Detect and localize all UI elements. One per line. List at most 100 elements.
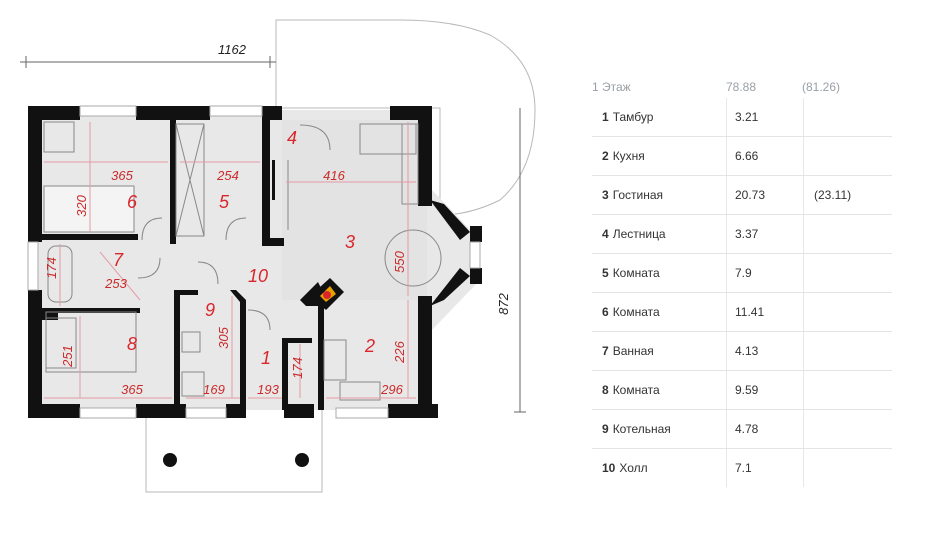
room-number: 5 bbox=[219, 192, 230, 212]
room-dimension: 226 bbox=[392, 340, 407, 363]
room-number: 7 bbox=[113, 250, 124, 270]
porch-column bbox=[295, 453, 309, 467]
room-name: Ванная bbox=[612, 344, 654, 358]
room-area: 9.59 bbox=[727, 371, 804, 409]
floor-total-alt-area: (81.26) bbox=[802, 80, 841, 94]
room-name: Холл bbox=[619, 461, 648, 475]
room-area-alt bbox=[804, 371, 886, 409]
floor-total-area: 78.88 bbox=[726, 80, 757, 94]
room-dimension: 296 bbox=[380, 382, 403, 397]
room-dimension: 320 bbox=[74, 194, 89, 216]
room-area-alt bbox=[804, 137, 886, 175]
terrace bbox=[275, 19, 536, 216]
room-dimension: 251 bbox=[60, 345, 75, 368]
room-num: 3 bbox=[602, 188, 609, 202]
room-name: Тамбур bbox=[612, 110, 654, 124]
room-name: Комната bbox=[612, 383, 660, 397]
room-num: 8 bbox=[602, 383, 609, 397]
room-name: Комната bbox=[612, 305, 660, 319]
room-area-alt bbox=[804, 410, 886, 448]
room-dimension: 416 bbox=[323, 168, 345, 183]
room-area: 7.9 bbox=[727, 254, 804, 292]
room-number: 3 bbox=[345, 232, 355, 252]
floor-label: 1 Этаж bbox=[592, 80, 631, 94]
room-area: 6.66 bbox=[727, 137, 804, 175]
room-area: 7.1 bbox=[727, 449, 804, 487]
room-dimension: 169 bbox=[203, 382, 225, 397]
room-num: 10 bbox=[602, 461, 616, 475]
room-area-alt bbox=[804, 332, 886, 370]
room-dimension: 174 bbox=[44, 257, 59, 279]
room-area-alt bbox=[804, 449, 886, 487]
room-area: 4.78 bbox=[727, 410, 804, 448]
room-num: 4 bbox=[602, 227, 609, 241]
porch-column bbox=[163, 453, 177, 467]
room-dimension: 550 bbox=[392, 250, 407, 272]
living-room-area bbox=[282, 120, 427, 300]
room-dimension: 305 bbox=[216, 326, 231, 348]
room-name: Комната bbox=[612, 266, 660, 280]
windows bbox=[27, 105, 481, 419]
entrance-porch bbox=[145, 407, 323, 493]
room-number: 6 bbox=[127, 192, 138, 212]
room-number: 4 bbox=[287, 128, 297, 148]
room-name: Лестница bbox=[612, 227, 666, 241]
room-area: 11.41 bbox=[727, 293, 804, 331]
furniture bbox=[43, 121, 442, 401]
room-number: 1 bbox=[261, 348, 271, 368]
floor-plan: 1162 872 1 2 3 4 5 6 7 8 9 10 193 174 29… bbox=[20, 19, 536, 493]
room-name: Кухня bbox=[612, 149, 645, 163]
room-dimension: 365 bbox=[121, 382, 143, 397]
room-num: 7 bbox=[602, 344, 609, 358]
inner-walls bbox=[42, 120, 324, 410]
room-area-alt bbox=[804, 98, 886, 136]
room-dimension: 254 bbox=[216, 168, 239, 183]
dimension-lines bbox=[44, 122, 416, 399]
legend-header: 1 Этаж 78.88 (81.26) bbox=[592, 76, 892, 98]
room-num: 6 bbox=[602, 305, 609, 319]
room-num: 9 bbox=[602, 422, 609, 436]
room-number: 2 bbox=[364, 336, 375, 356]
overall-depth-label: 872 bbox=[496, 292, 511, 314]
room-area: 20.73 bbox=[727, 176, 804, 214]
room-area-alt bbox=[804, 254, 886, 292]
room-number: 9 bbox=[205, 300, 215, 320]
room-dimension: 174 bbox=[290, 357, 305, 379]
overall-dimension-lines bbox=[20, 56, 526, 413]
room-num: 1 bbox=[602, 110, 609, 124]
room-dimension: 365 bbox=[111, 168, 133, 183]
room-num: 2 bbox=[602, 149, 609, 163]
room-number: 10 bbox=[248, 266, 268, 286]
room-area-alt bbox=[804, 293, 886, 331]
room-area-alt bbox=[804, 215, 886, 253]
room-number: 8 bbox=[127, 334, 137, 354]
room-area-alt: (23.11) bbox=[814, 188, 852, 202]
room-name: Котельная bbox=[612, 422, 671, 436]
room-area: 3.37 bbox=[727, 215, 804, 253]
room-num: 5 bbox=[602, 266, 609, 280]
room-area: 3.21 bbox=[727, 98, 804, 136]
room-dimension: 253 bbox=[104, 276, 127, 291]
